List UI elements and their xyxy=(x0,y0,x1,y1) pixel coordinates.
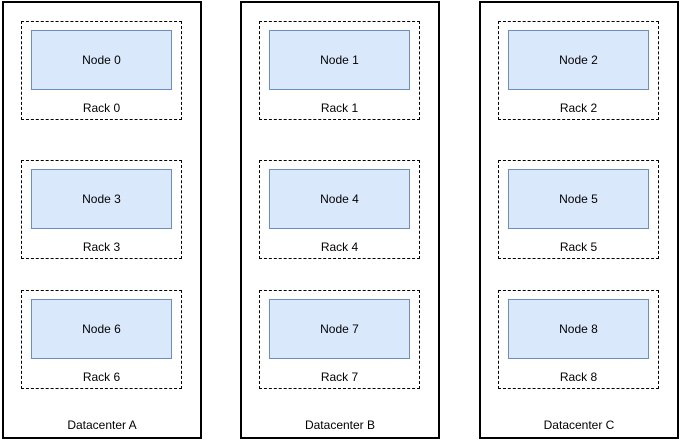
datacenter-a: Node 0 Rack 0 Node 3 Rack 3 Node 6 Rack … xyxy=(2,1,202,439)
rack-2-label: Rack 2 xyxy=(559,101,598,115)
rack-2: Node 2 Rack 2 xyxy=(498,21,659,120)
rack-1-label: Rack 1 xyxy=(320,101,359,115)
node-3: Node 3 xyxy=(31,169,172,229)
datacenter-a-label: Datacenter A xyxy=(67,418,137,432)
node-2-label: Node 2 xyxy=(559,53,598,67)
rack-6-label: Rack 6 xyxy=(82,370,121,384)
rack-7: Node 7 Rack 7 xyxy=(259,290,420,389)
node-5-label: Node 5 xyxy=(559,192,598,206)
node-2: Node 2 xyxy=(508,30,649,90)
rack-0: Node 0 Rack 0 xyxy=(21,21,182,120)
datacenter-c: Node 2 Rack 2 Node 5 Rack 5 Node 8 Rack … xyxy=(479,1,679,439)
node-0: Node 0 xyxy=(31,30,172,90)
rack-5-label: Rack 5 xyxy=(559,240,598,254)
rack-3-label: Rack 3 xyxy=(82,240,121,254)
node-1: Node 1 xyxy=(269,30,410,90)
node-6: Node 6 xyxy=(31,299,172,359)
node-0-label: Node 0 xyxy=(82,53,121,67)
rack-1: Node 1 Rack 1 xyxy=(259,21,420,120)
rack-7-label: Rack 7 xyxy=(320,370,359,384)
node-4-label: Node 4 xyxy=(320,192,359,206)
datacenter-b: Node 1 Rack 1 Node 4 Rack 4 Node 7 Rack … xyxy=(240,1,440,439)
node-4: Node 4 xyxy=(269,169,410,229)
node-7-label: Node 7 xyxy=(320,322,359,336)
node-8-label: Node 8 xyxy=(559,322,598,336)
rack-0-label: Rack 0 xyxy=(82,101,121,115)
datacenter-b-label: Datacenter B xyxy=(304,418,376,432)
rack-4: Node 4 Rack 4 xyxy=(259,160,420,259)
rack-4-label: Rack 4 xyxy=(320,240,359,254)
node-5: Node 5 xyxy=(508,169,649,229)
node-3-label: Node 3 xyxy=(82,192,121,206)
rack-6: Node 6 Rack 6 xyxy=(21,290,182,389)
rack-5: Node 5 Rack 5 xyxy=(498,160,659,259)
node-1-label: Node 1 xyxy=(320,53,359,67)
rack-3: Node 3 Rack 3 xyxy=(21,160,182,259)
node-7: Node 7 xyxy=(269,299,410,359)
node-6-label: Node 6 xyxy=(82,322,121,336)
rack-8-label: Rack 8 xyxy=(559,370,598,384)
rack-8: Node 8 Rack 8 xyxy=(498,290,659,389)
node-8: Node 8 xyxy=(508,299,649,359)
datacenter-c-label: Datacenter C xyxy=(543,418,615,432)
